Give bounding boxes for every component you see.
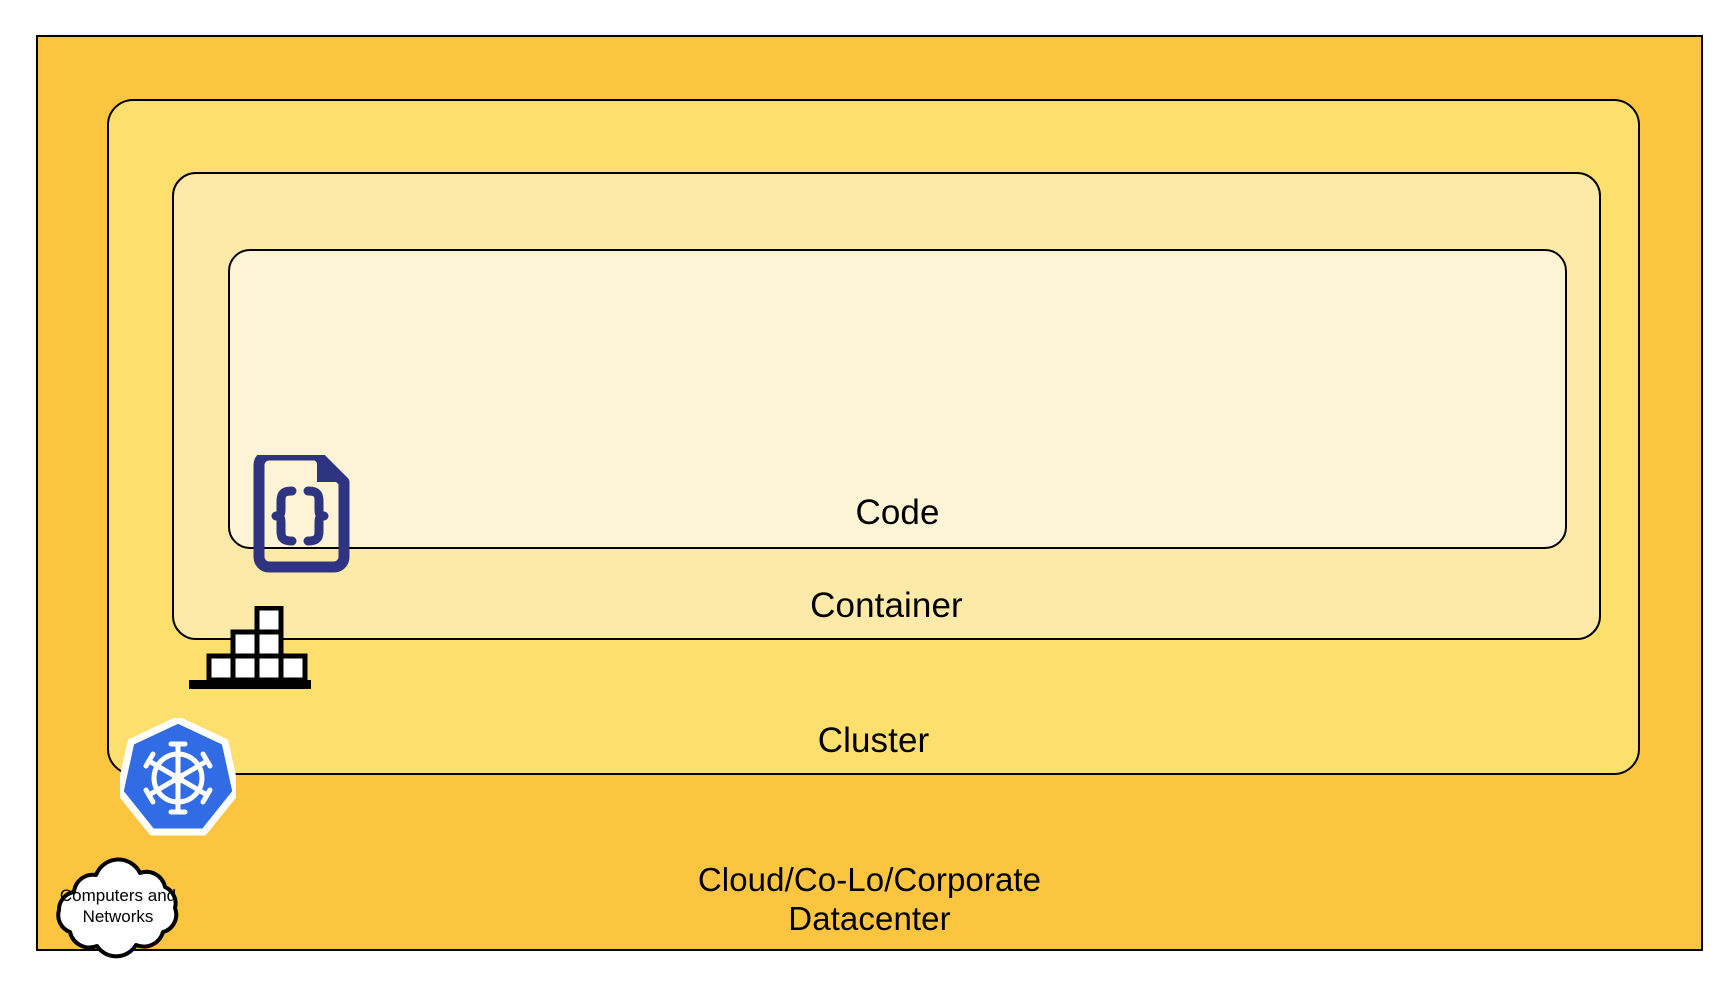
layer-cluster-label: Cluster <box>817 720 930 760</box>
layer-code[interactable]: Code <box>228 249 1567 549</box>
layer-container[interactable]: Container Code <box>172 172 1601 640</box>
layer-datacenter-label: Cloud/Co-Lo/Corporate Datacenter <box>697 861 1042 938</box>
layer-code-label: Code <box>855 492 940 532</box>
layer-cluster[interactable]: Cluster Container Code <box>107 99 1640 775</box>
container-blocks-icon <box>189 606 311 689</box>
code-braces-document-icon <box>253 455 350 573</box>
kubernetes-helm-icon <box>120 718 236 836</box>
layer-datacenter[interactable]: Cloud/Co-Lo/Corporate Datacenter Cluster… <box>36 35 1703 951</box>
cloud-shape-icon <box>56 857 179 959</box>
layer-container-label: Container <box>810 585 963 625</box>
cloud-callout[interactable]: Computers and Networks <box>36 852 200 960</box>
